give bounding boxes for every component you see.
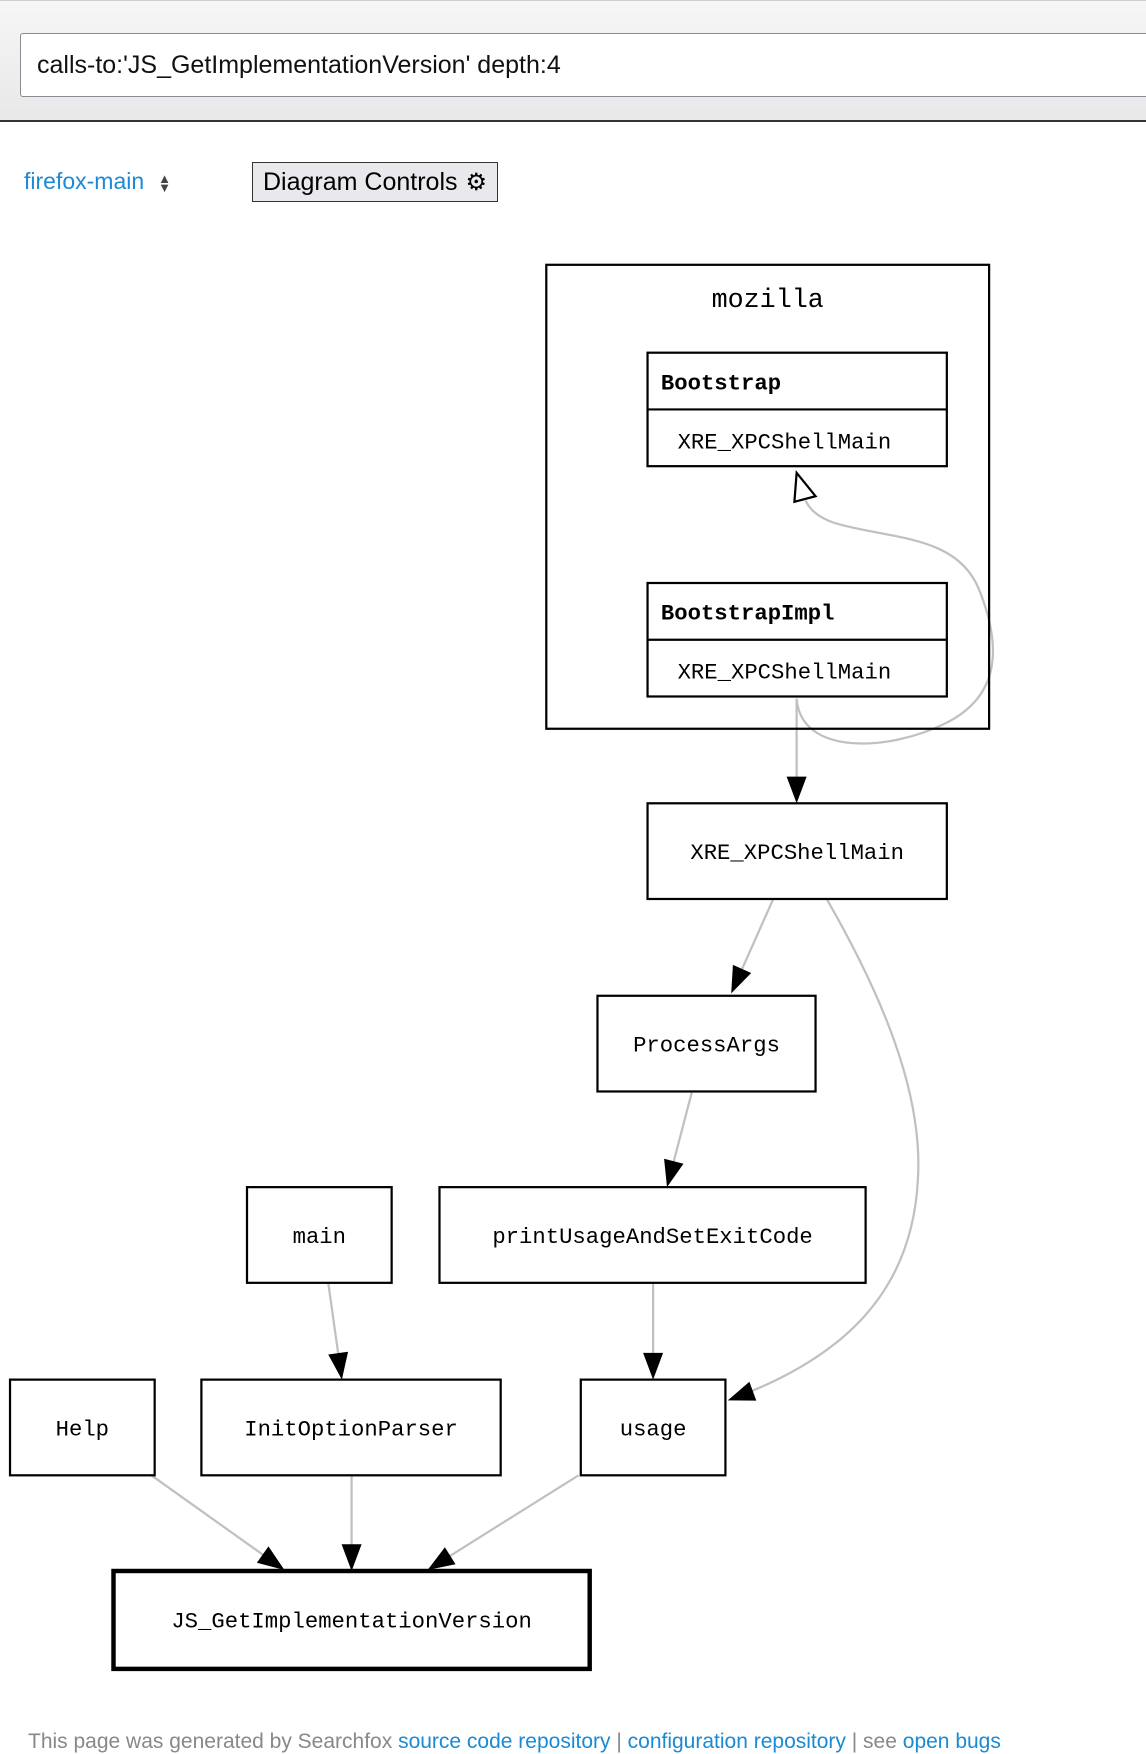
record-method[interactable]: XRE_XPCShellMain: [678, 660, 892, 686]
arrowhead-icon: [341, 1544, 362, 1571]
node-label[interactable]: Help: [56, 1416, 109, 1442]
arrowhead-icon: [664, 1158, 684, 1188]
node-processargs[interactable]: ProcessArgs: [596, 994, 817, 1093]
branch-selector[interactable]: firefox-main ▲▼: [24, 168, 171, 195]
arrowhead-icon: [256, 1546, 285, 1571]
edge-help-to-jsgetimpl: [150, 1474, 285, 1571]
edge-xre-to-usage: [727, 898, 920, 1401]
node-label[interactable]: JS_GetImplementationVersion: [171, 1609, 532, 1635]
edge-xre-to-processargs: [731, 898, 775, 994]
arrowhead-icon: [427, 1547, 456, 1570]
record-title[interactable]: BootstrapImpl: [661, 601, 835, 627]
node-label[interactable]: main: [293, 1224, 346, 1250]
source-code-link[interactable]: source code repository: [398, 1730, 611, 1753]
node-xre[interactable]: XRE_XPCShellMain: [646, 802, 948, 901]
node-label[interactable]: usage: [620, 1416, 687, 1442]
node-label[interactable]: InitOptionParser: [244, 1416, 458, 1442]
diagram-controls-label: Diagram Controls: [263, 168, 458, 196]
node-label[interactable]: XRE_XPCShellMain: [690, 840, 904, 866]
edge-printusage-to-usage: [643, 1282, 664, 1380]
search-input[interactable]: [20, 33, 1146, 97]
arrowhead-icon: [643, 1352, 664, 1380]
node-label[interactable]: printUsageAndSetExitCode: [492, 1224, 812, 1250]
record-title[interactable]: Bootstrap: [661, 370, 781, 396]
node-usage[interactable]: usage: [579, 1378, 727, 1477]
gear-icon: ⚙: [465, 169, 488, 196]
arrowhead-icon: [786, 776, 807, 804]
node-initoptionparser[interactable]: InitOptionParser: [200, 1378, 502, 1477]
node-jsgetimpl[interactable]: JS_GetImplementationVersion: [111, 1568, 592, 1672]
edge-main-to-initoptionparser: [327, 1282, 349, 1380]
branch-label: firefox-main: [24, 168, 145, 194]
record-method[interactable]: XRE_XPCShellMain: [678, 429, 892, 455]
node-printusage[interactable]: printUsageAndSetExitCode: [438, 1186, 867, 1284]
node-help[interactable]: Help: [8, 1378, 156, 1477]
search-bar-area: [0, 0, 1146, 122]
arrowhead-icon: [727, 1381, 757, 1401]
cluster-mozilla: mozilla: [545, 263, 991, 730]
cluster-label: mozilla: [712, 286, 824, 316]
node-label[interactable]: ProcessArgs: [633, 1032, 780, 1058]
hollow-arrowhead-icon: [793, 469, 818, 504]
edge-initoptionparser-to-jsgetimpl: [341, 1475, 362, 1571]
footer: This page was generated by Searchfox sou…: [28, 1730, 1001, 1753]
diagram-controls-button[interactable]: Diagram Controls ⚙: [252, 162, 499, 202]
arrowhead-icon: [731, 964, 752, 994]
edge-usage-to-jsgetimpl: [427, 1474, 580, 1570]
arrowhead-icon: [328, 1351, 349, 1380]
config-repo-link[interactable]: configuration repository: [627, 1730, 846, 1753]
open-bugs-link[interactable]: open bugs: [902, 1730, 1001, 1753]
node-main[interactable]: main: [245, 1186, 393, 1284]
edge-processargs-to-printusage: [664, 1091, 694, 1188]
sort-arrows-icon: ▲▼: [158, 170, 172, 195]
edge-bootstrapimpl-to-xre: [786, 698, 807, 804]
